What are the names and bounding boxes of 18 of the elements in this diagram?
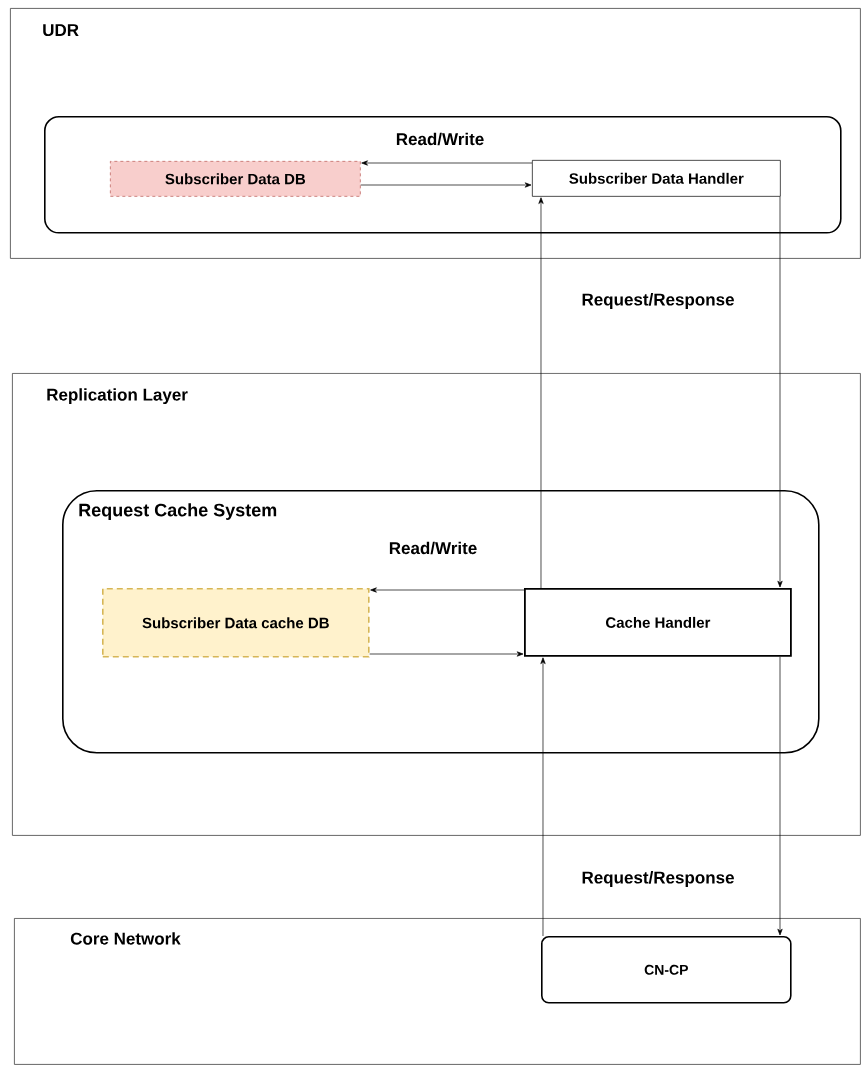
- component-box: Cache Handler: [524, 588, 792, 657]
- edge-label: Request/Response: [580, 292, 736, 310]
- arrow: [360, 182, 532, 188]
- group-box: [44, 116, 842, 234]
- arrow: [777, 196, 783, 588]
- edge-label: Read/Write: [387, 540, 479, 556]
- database-box: Subscriber Data DB: [110, 161, 361, 197]
- edge-label: Read/Write: [394, 131, 486, 147]
- edge-label: Request/Response: [580, 870, 736, 888]
- database-box: Subscriber Data cache DB: [102, 588, 370, 658]
- arrow: [370, 587, 525, 593]
- arrow: [361, 160, 533, 166]
- arrow: [538, 197, 544, 589]
- component-box: Subscriber Data Handler: [532, 160, 781, 197]
- arrow: [540, 657, 546, 937]
- component-box: CN-CP: [541, 936, 792, 1004]
- arrow: [369, 651, 524, 657]
- arrow: [777, 656, 783, 936]
